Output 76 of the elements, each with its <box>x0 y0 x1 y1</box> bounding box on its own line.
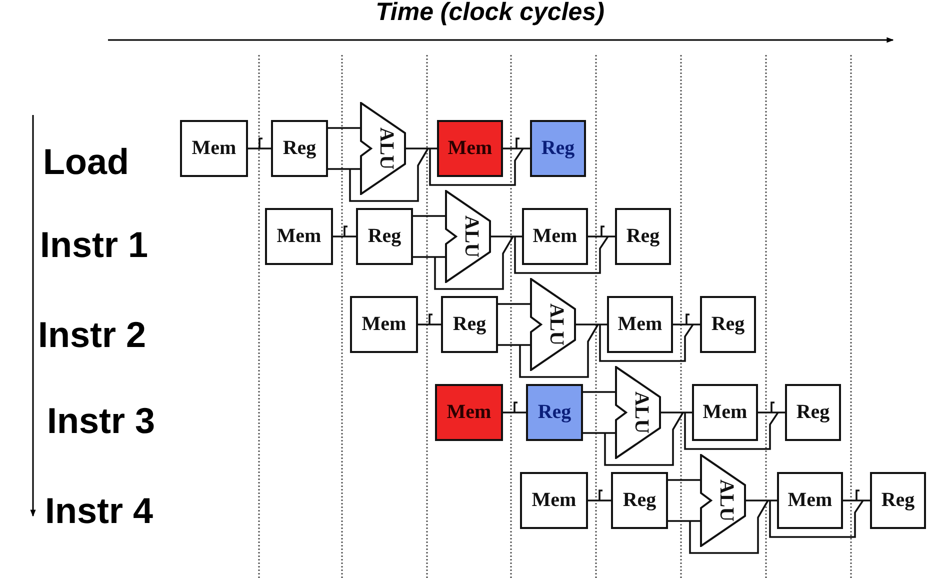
memory-stage-box <box>435 384 503 441</box>
stage-label: ALU <box>630 391 652 434</box>
stage-label: Reg <box>711 313 745 336</box>
connector-line <box>587 490 612 502</box>
alu-shape <box>530 278 576 371</box>
connector-line <box>327 127 362 170</box>
stage-label: Reg <box>626 225 660 248</box>
stage-label: Reg <box>622 489 656 512</box>
stage-label: Mem <box>702 401 748 424</box>
stage-label: Mem <box>448 137 492 160</box>
connector-line <box>412 215 447 258</box>
stage-label: Mem <box>362 313 406 336</box>
register-stage-box <box>777 472 843 529</box>
stage-label: ALU <box>460 215 482 258</box>
connector-line <box>672 314 701 326</box>
register-stage-box <box>356 208 413 265</box>
connector-line <box>405 148 437 150</box>
memory-stage-box <box>265 208 333 265</box>
stage-label: Reg <box>368 225 402 248</box>
stage-label: Mem <box>618 313 662 336</box>
stage-label: Reg <box>796 401 830 424</box>
stage-label: Reg <box>538 401 572 424</box>
memory-stage-box <box>520 472 588 529</box>
memory-stage-box <box>785 384 841 441</box>
alu-shape <box>700 454 746 547</box>
stage-label: ALU <box>374 127 398 170</box>
connector-line <box>842 490 871 502</box>
connector-line <box>502 138 531 150</box>
stage-label: Mem <box>446 401 492 424</box>
connector-line <box>575 324 607 326</box>
memory-stage-box <box>700 296 756 353</box>
register-stage-box <box>271 120 328 177</box>
row-label: Instr 1 <box>40 224 148 266</box>
stage-label: Reg <box>452 313 486 336</box>
register-stage-box <box>526 384 583 441</box>
connector-line <box>490 236 522 238</box>
register-stage-box <box>607 296 673 353</box>
axis-title: Time (clock cycles) <box>374 0 606 27</box>
register-stage-box <box>437 120 503 177</box>
connector-line <box>502 402 527 414</box>
register-stage-box <box>522 208 588 265</box>
connector-line <box>587 226 616 238</box>
stage-label: Reg <box>881 489 915 512</box>
stage-label: Mem <box>788 489 832 512</box>
row-label: Instr 2 <box>38 314 146 356</box>
stage-label: Mem <box>276 225 322 248</box>
row-label: Instr 3 <box>47 400 156 442</box>
connector-line <box>417 314 442 326</box>
connector-line <box>667 479 702 522</box>
connector-line <box>332 226 357 238</box>
memory-stage-box <box>180 120 248 177</box>
alu-shape <box>360 102 406 195</box>
memory-stage-box <box>530 120 586 177</box>
stage-label: ALU <box>544 303 568 346</box>
memory-stage-box <box>870 472 926 529</box>
stage-label: Reg <box>282 137 316 160</box>
connector-line <box>757 402 786 414</box>
stage-label: Mem <box>192 137 236 160</box>
stage-label: Reg <box>541 137 575 160</box>
connector-line <box>660 412 692 414</box>
connector-line <box>247 138 272 150</box>
row-label: Load <box>43 141 129 183</box>
stage-label: Mem <box>532 489 576 512</box>
stage-label: Mem <box>532 225 578 248</box>
connector-line <box>745 500 777 502</box>
connector-line <box>497 303 532 346</box>
register-stage-box <box>692 384 758 441</box>
alu-shape <box>445 190 491 283</box>
alu-shape <box>615 366 661 459</box>
memory-stage-box <box>350 296 418 353</box>
register-stage-box <box>611 472 668 529</box>
row-label: Instr 4 <box>45 490 154 532</box>
stage-label: ALU <box>714 479 738 522</box>
register-stage-box <box>441 296 498 353</box>
memory-stage-box <box>615 208 671 265</box>
connector-line <box>582 391 617 434</box>
